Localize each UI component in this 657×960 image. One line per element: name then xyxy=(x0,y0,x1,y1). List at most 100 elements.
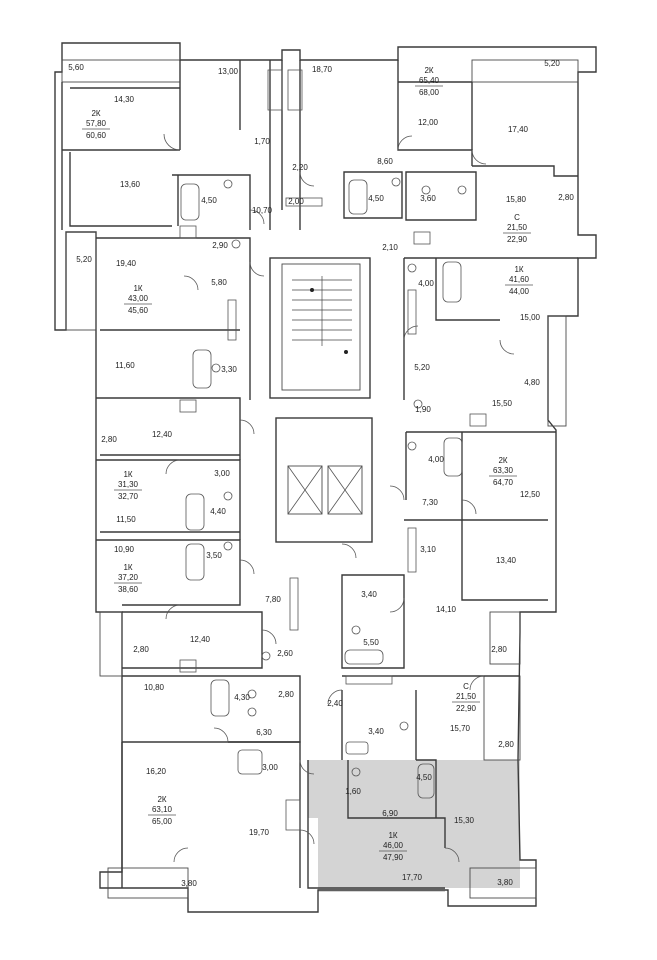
room-area-label: 12,00 xyxy=(418,118,439,127)
room-area-label: 19,70 xyxy=(249,828,270,837)
core xyxy=(269,257,373,543)
room-area-label: 19,40 xyxy=(116,259,137,268)
room-area-label: 3,10 xyxy=(420,545,436,554)
apartment-living-area: 41,60 xyxy=(509,275,530,284)
door-swings xyxy=(163,133,515,863)
room-area-label: 1,90 xyxy=(415,405,431,414)
room-area-label: 4,50 xyxy=(368,194,384,203)
apartment-total-area: 32,70 xyxy=(118,492,139,501)
room-area-labels: 5,60 13,00 18,70 5,20 14,30 12,00 17,40 … xyxy=(68,59,574,888)
room-area-label: 2,80 xyxy=(558,193,574,202)
room-area-label: 2,60 xyxy=(277,649,293,658)
ventilation-shaft xyxy=(227,197,417,685)
room-area-label: 1,60 xyxy=(345,787,361,796)
apartment-living-area: 57,80 xyxy=(86,119,107,128)
elevator-icon xyxy=(327,465,363,515)
apartment-living-area: 21,50 xyxy=(456,692,477,701)
stair-icon xyxy=(292,276,352,354)
room-area-label: 5,60 xyxy=(68,63,84,72)
apartment-living-area: 21,50 xyxy=(507,223,528,232)
apartment-total-area: 44,00 xyxy=(509,287,530,296)
apartment-living-area: 43,00 xyxy=(128,294,149,303)
highlighted-apartment-room xyxy=(318,818,445,892)
room-area-label: 3,40 xyxy=(368,727,384,736)
apartment-type: С xyxy=(463,682,469,691)
apartment-label: 2К 63,10 65,00 xyxy=(148,795,176,826)
room-area-label: 3,50 xyxy=(206,551,222,560)
room-area-label: 7,80 xyxy=(265,595,281,604)
room-area-label: 5,20 xyxy=(414,363,430,372)
room-area-label: 4,80 xyxy=(524,378,540,387)
room-area-label: 5,20 xyxy=(76,255,92,264)
room-area-label: 2,10 xyxy=(382,243,398,252)
room-area-label: 17,40 xyxy=(508,125,529,134)
apartment-total-area: 22,90 xyxy=(507,235,528,244)
room-area-label: 2,40 xyxy=(327,699,343,708)
apartment-label: 2К 57,80 60,60 xyxy=(82,109,110,140)
room-area-label: 15,50 xyxy=(492,399,513,408)
room-area-label: 14,10 xyxy=(436,605,457,614)
room-area-label: 14,30 xyxy=(114,95,135,104)
bathtub-icon xyxy=(180,179,463,799)
room-area-label: 8,60 xyxy=(377,157,393,166)
apartment-label: С 21,50 22,90 xyxy=(503,213,531,244)
apartment-type: 1К xyxy=(123,470,132,479)
room-area-label: 3,80 xyxy=(181,879,197,888)
room-area-label: 5,20 xyxy=(544,59,560,68)
apartment-label: 1К 31,30 32,70 xyxy=(114,470,142,501)
room-area-label: 10,80 xyxy=(144,683,165,692)
room-area-label: 4,50 xyxy=(416,773,432,782)
apartment-label: С 21,50 22,90 xyxy=(452,682,480,713)
room-area-label: 3,40 xyxy=(361,590,377,599)
room-area-label: 2,20 xyxy=(292,163,308,172)
apartment-labels: 2К 57,80 60,60 2К 65,40 68,00 С 21,50 22… xyxy=(82,66,533,862)
apartment-total-area: 64,70 xyxy=(493,478,514,487)
apartment-type: 2К xyxy=(424,66,433,75)
apartment-type: С xyxy=(514,213,520,222)
apartment-living-area: 63,10 xyxy=(152,805,173,814)
apartment-living-area: 37,20 xyxy=(118,573,139,582)
room-area-label: 15,30 xyxy=(454,816,475,825)
apartment-type: 2К xyxy=(91,109,100,118)
apartment-type: 2К xyxy=(498,456,507,465)
room-area-label: 11,60 xyxy=(115,361,135,370)
room-area-label: 2,80 xyxy=(278,690,294,699)
room-area-label: 4,40 xyxy=(210,507,226,516)
apartment-type: 1К xyxy=(123,563,132,572)
stove-icon xyxy=(179,69,487,831)
apartment-label: 1К 37,20 38,60 xyxy=(114,563,142,594)
room-area-label: 15,70 xyxy=(450,724,471,733)
apartment-total-area: 38,60 xyxy=(118,585,139,594)
room-area-label: 5,80 xyxy=(211,278,227,287)
apartment-label: 2К 65,40 68,00 xyxy=(415,66,443,97)
room-area-label: 5,50 xyxy=(363,638,379,647)
apartment-living-area: 65,40 xyxy=(419,76,440,85)
room-area-label: 10,70 xyxy=(252,206,273,215)
apartment-type: 1К xyxy=(133,284,142,293)
apartment-total-area: 47,90 xyxy=(383,853,404,862)
room-area-label: 2,80 xyxy=(498,740,514,749)
room-area-label: 12,40 xyxy=(190,635,211,644)
room-area-label: 2,00 xyxy=(288,197,304,206)
room-area-label: 1,70 xyxy=(254,137,270,146)
apartment-living-area: 63,30 xyxy=(493,466,514,475)
room-area-label: 11,50 xyxy=(116,515,136,524)
room-area-label: 3,00 xyxy=(262,763,278,772)
room-area-label: 3,30 xyxy=(221,365,237,374)
apartment-type: 2К xyxy=(157,795,166,804)
elevator-icon xyxy=(287,465,323,515)
room-area-label: 2,90 xyxy=(212,241,228,250)
room-area-label: 6,90 xyxy=(382,809,398,818)
room-area-label: 13,60 xyxy=(120,180,141,189)
room-area-label: 4,00 xyxy=(418,279,434,288)
room-area-label: 2,80 xyxy=(491,645,507,654)
room-area-label: 15,00 xyxy=(520,313,541,322)
room-area-label: 2,80 xyxy=(133,645,149,654)
apartment-label: 2К 63,30 64,70 xyxy=(489,456,517,487)
apartment-total-area: 68,00 xyxy=(419,88,440,97)
apartment-label: 1К 41,60 44,00 xyxy=(505,265,533,296)
room-area-label: 4,00 xyxy=(428,455,444,464)
apartment-total-area: 45,60 xyxy=(128,306,149,315)
room-area-label: 16,20 xyxy=(146,767,167,776)
